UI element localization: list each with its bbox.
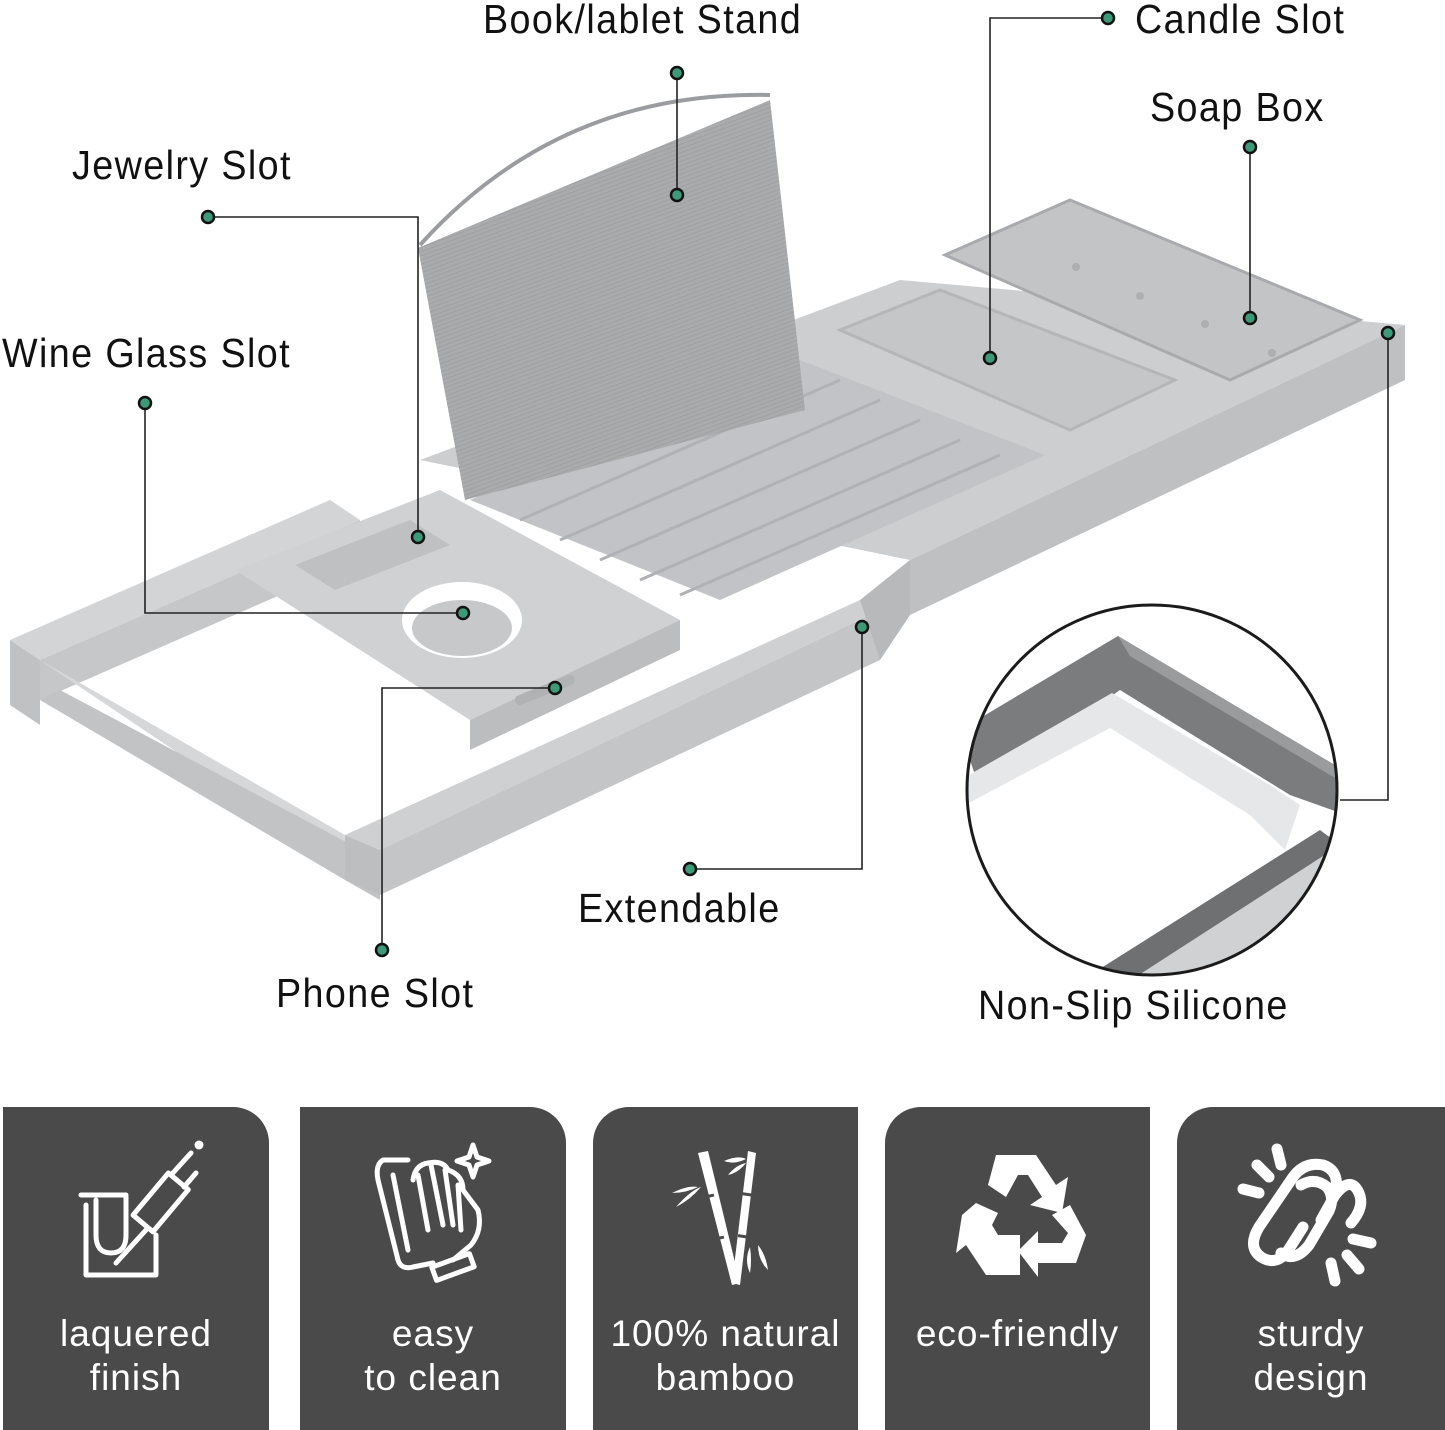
dot-book-stand-top [669,65,685,81]
bamboo-icon [671,1151,768,1285]
dot-soap-box [1242,310,1258,326]
callout-dots [137,10,1396,958]
extendable-frame [10,500,880,900]
feature-card-easy-to-clean: easy to clean [300,1107,566,1430]
dot-soap-label [1242,139,1258,155]
bath-caddy-illustration [10,10,1405,977]
label-book-tablet-stand: Book/lablet Stand [483,0,803,42]
feature-card-sturdy-design: sturdy design [1177,1107,1445,1430]
dot-book-stand [669,187,685,203]
dot-jewelry-slot [410,529,426,545]
feature-caption: sturdy design [1253,1313,1369,1398]
label-phone-slot: Phone Slot [276,970,475,1016]
feature-card-natural-bamboo: 100% natural bamboo [593,1107,858,1430]
label-jewelry-slot: Jewelry Slot [72,142,292,188]
feature-cards: laquered finish easy to clean [0,1107,1445,1430]
dot-wine-label [137,395,153,411]
chain-link-icon [1237,1143,1377,1287]
feature-card-laquered-finish: laquered finish [3,1107,269,1430]
dot-phone-label [374,942,390,958]
recycle-icon [955,1155,1086,1277]
dot-wine-slot [455,605,471,621]
label-candle-slot: Candle Slot [1135,0,1346,42]
label-extendable: Extendable [578,885,781,931]
label-soap-box: Soap Box [1150,84,1325,130]
feature-caption: 100% natural bamboo [610,1313,841,1398]
dot-jewelry-label [200,209,216,225]
label-wine-glass-slot: Wine Glass Slot [2,330,292,376]
dot-candle-slot [982,350,998,366]
leader-lines [144,17,1389,950]
dot-extendable-label [682,861,698,877]
dot-candle-label [1100,10,1116,26]
tray-body [235,198,1405,750]
glove-cloth-icon [374,1142,492,1283]
feature-caption: eco-friendly [915,1313,1120,1354]
dot-phone-slot [547,680,563,696]
dot-extendable [854,619,870,635]
non-slip-detail-circle [965,603,1339,977]
feature-caption: laquered finish [59,1313,212,1398]
product-diagram: Book/lablet Stand Candle Slot Soap Box J… [2,0,1405,1028]
dot-silicone [1380,325,1396,341]
feature-card-eco-friendly: eco-friendly [885,1107,1150,1430]
label-non-slip-silicone: Non-Slip Silicone [978,982,1289,1028]
book-stand [418,92,805,500]
paint-roller-icon [78,1140,204,1278]
feature-caption: easy to clean [364,1313,502,1398]
